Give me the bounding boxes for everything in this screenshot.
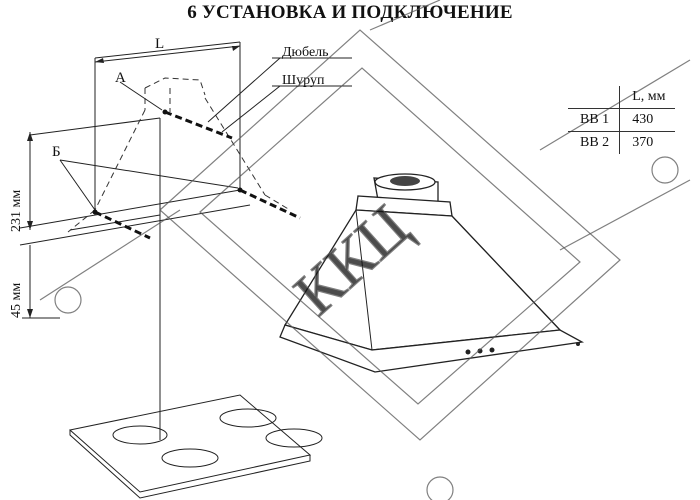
hood-outline-dashed [67, 77, 291, 233]
dowel-label: Дюбель [282, 45, 329, 60]
height-231-label: 231 мм [9, 190, 24, 232]
leader-lines [59, 57, 352, 211]
dimension-l-label: L [155, 36, 164, 52]
table-header-value: L, мм [619, 86, 676, 109]
mounting-screws [92, 109, 301, 240]
section-title: 6 УСТАНОВКА И ПОДКЛЮЧЕНИЕ [187, 2, 513, 23]
dimension-l: L [94, 36, 241, 63]
table-row: ВВ 2 370 [568, 131, 676, 154]
table-row: ВВ 1 430 [568, 108, 676, 132]
table-header-row: L, мм [568, 86, 676, 109]
cooker-hood [279, 173, 585, 373]
height-45-label: 45 мм [9, 283, 24, 318]
table-header-model [568, 86, 620, 109]
vertical-dimensions: 231 мм 45 мм [9, 132, 60, 319]
watermark: ККЦ [39, 0, 691, 500]
table-cell-model: ВВ 1 [568, 108, 620, 132]
dimension-table: L, мм ВВ 1 430 ВВ 2 370 [568, 86, 676, 154]
point-b-label: Б [52, 144, 61, 160]
table-cell-model: ВВ 2 [580, 135, 610, 150]
wall-outline [19, 41, 251, 440]
table-cell-value: 370 [619, 131, 676, 154]
point-a-label: А [115, 70, 126, 86]
table-cell-value: 430 [619, 108, 676, 132]
cooktop [68, 394, 323, 499]
